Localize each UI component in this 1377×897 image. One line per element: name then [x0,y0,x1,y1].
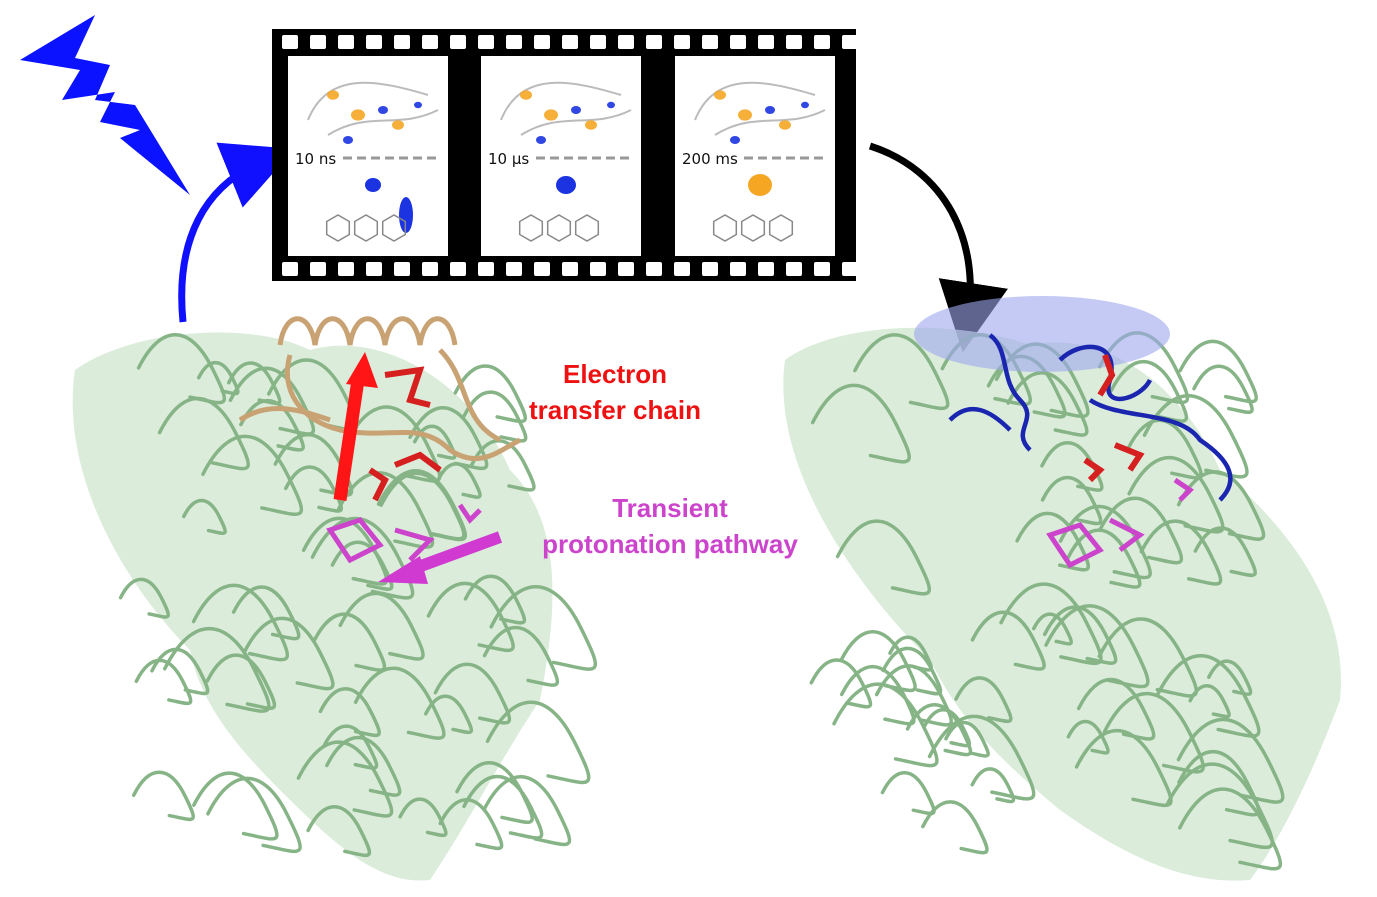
frame-2-time-label: 10 µs [486,150,532,168]
right-protein-structure [783,296,1341,881]
film-strip [272,29,858,281]
electron-transfer-line-1: Electron [562,359,668,389]
electron-transfer-arrow [333,379,365,501]
protonation-line-2: protonation pathway [542,529,798,559]
electron-transfer-line-2: transfer chain [529,395,701,425]
left-protein-structure [72,316,598,881]
protonation-label: Transient protonation pathway [515,490,825,562]
black-curved-arrow-icon [868,142,1008,353]
film-sprockets-top [282,35,858,49]
frame-3-time-label: 200 ms [680,150,740,168]
blue-curved-arrow-icon [178,142,295,323]
frame-1-time-label: 10 ns [293,150,339,168]
protonation-arrow [407,531,503,576]
highlight-ellipse [914,296,1170,372]
lightning-icon [20,15,190,195]
protonation-line-1: Transient [612,493,728,523]
electron-transfer-label: Electron transfer chain [515,356,715,428]
film-sprockets-bottom [282,262,858,276]
